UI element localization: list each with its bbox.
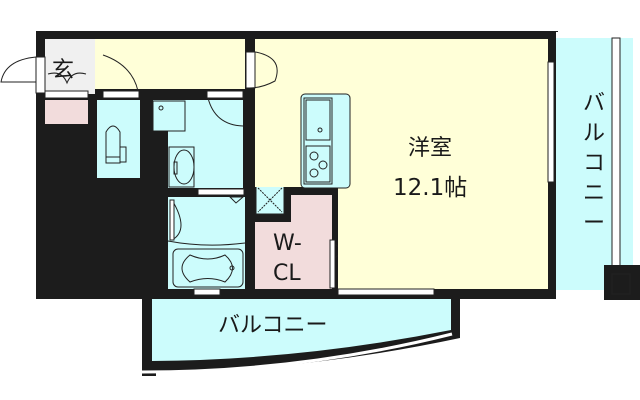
- corridor: [95, 39, 245, 89]
- washbasin-icon: [168, 146, 195, 188]
- room-name: 洋室: [408, 136, 452, 161]
- svg-text:コ: コ: [583, 151, 605, 176]
- bathtub-icon: [172, 248, 244, 288]
- kitchen-counter: [300, 93, 351, 189]
- balcony-bottom: [152, 299, 451, 361]
- walk-in-closet: [255, 222, 332, 289]
- entrance-floor: [45, 39, 95, 94]
- western-room: [255, 39, 548, 187]
- svg-text:バ: バ: [583, 91, 605, 116]
- room-size: 12.1帖: [393, 175, 467, 201]
- closet-label-line2: CL: [273, 261, 301, 286]
- svg-text:ル: ル: [583, 121, 605, 146]
- svg-text:ニ: ニ: [583, 181, 605, 206]
- storage-dark: [45, 130, 88, 178]
- balcony-bottom-label: バルコニー: [218, 313, 328, 338]
- toilet-room: [97, 100, 140, 178]
- shoe-storage: [45, 100, 88, 124]
- entrance-label: 玄: [52, 58, 74, 83]
- stove-icon: [305, 145, 331, 183]
- balcony-right-label: バ ル コ ニ ー: [583, 91, 605, 236]
- sink-icon: [305, 99, 331, 141]
- toilet-icon: [105, 125, 127, 164]
- washing-machine-space: [152, 100, 186, 132]
- svg-text:ー: ー: [583, 211, 605, 236]
- closet-label-line1: W-: [273, 231, 302, 256]
